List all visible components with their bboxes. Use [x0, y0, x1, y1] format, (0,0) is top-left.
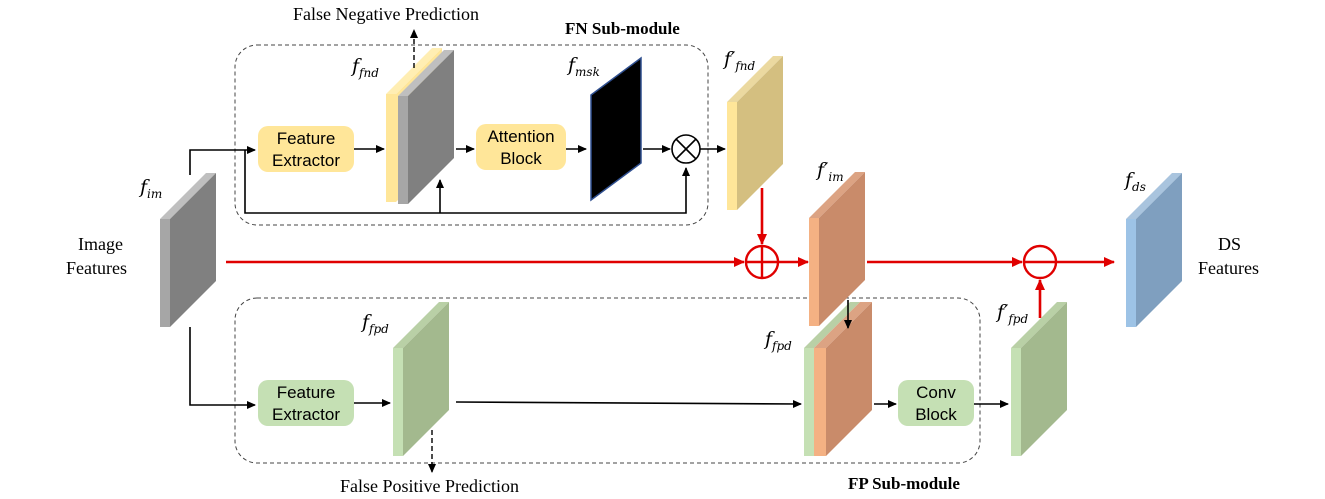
conv-block [898, 380, 974, 426]
f-msk-label: fmsk [566, 54, 600, 79]
ds-features-label-line2: Features [1198, 258, 1259, 278]
add-operator [744, 244, 780, 280]
image-features-label-line2: Features [66, 258, 127, 278]
fp-feature-extractor-line2: Extractor [272, 405, 340, 424]
f-im-prime-label: f′im [815, 159, 844, 184]
f-fnd-prime-tensor [727, 56, 783, 210]
f-fpd-prime-tensor [1011, 302, 1067, 456]
f-ds-tensor [1126, 173, 1182, 327]
fn-feature-extractor-line1: Feature [277, 129, 336, 148]
fp-feature-extractor-block [258, 380, 354, 426]
f-fpd-label: ffpd [360, 311, 389, 336]
conv-block-line1: Conv [916, 383, 956, 402]
f-ds-label: fds [1123, 169, 1146, 194]
fp-submodule-frame [234, 297, 981, 464]
fn-submodule-title: FN Sub-module [565, 19, 680, 38]
image-features-label-line1: Image [78, 234, 123, 254]
subtract-operator [1022, 244, 1058, 280]
f-fpd-prime-label: f′fpd [995, 301, 1028, 326]
f-im-label: fim [138, 176, 162, 201]
f-msk-mask [590, 56, 642, 202]
f-fpd-concat-label: ffpd [763, 328, 792, 353]
fp-feature-extractor-line1: Feature [277, 383, 336, 402]
false-positive-prediction-label: False Positive Prediction [340, 476, 519, 496]
fn-feature-extractor-block [258, 126, 354, 172]
fp-submodule-title: FP Sub-module [848, 474, 960, 493]
fp-input-line [189, 327, 256, 409]
f-im-prime-tensor [809, 172, 865, 326]
fn-feature-extractor-line2: Extractor [272, 151, 340, 170]
ds-features-label-line1: DS [1218, 234, 1241, 254]
attention-block [476, 124, 566, 170]
attention-block-line2: Block [500, 149, 542, 168]
f-fnd-label: ffnd [350, 55, 379, 80]
ffpd-to-concat-arrow [455, 399, 802, 408]
fn-skip-line [244, 150, 690, 214]
image-features-tensor [160, 173, 216, 327]
f-fnd-prime-label: f′fnd [722, 48, 756, 73]
f-fpd-concat-tensor [804, 302, 872, 456]
false-negative-prediction-label: False Negative Prediction [293, 4, 479, 24]
f-fpd-tensor [393, 302, 449, 456]
fn-submodule-frame [234, 44, 709, 226]
fn-input-line [189, 146, 256, 175]
f-fnd-tensor [386, 48, 454, 204]
conv-block-line2: Block [915, 405, 957, 424]
multiply-operator [671, 134, 701, 164]
attention-block-line1: Attention [487, 127, 554, 146]
